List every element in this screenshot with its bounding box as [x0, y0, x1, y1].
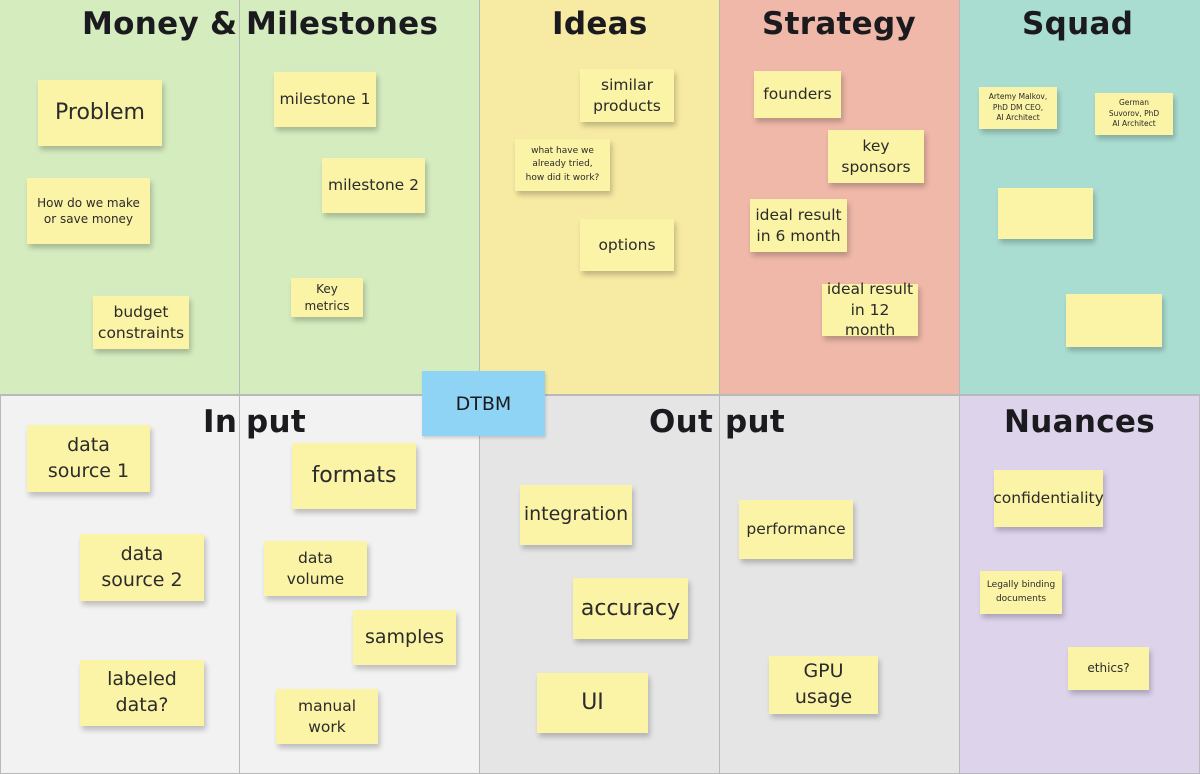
- input-title-b: put: [246, 404, 306, 440]
- sticky-note-key-sponsors[interactable]: key sponsors: [828, 130, 924, 183]
- sticky-note-manual-work[interactable]: manual work: [276, 689, 378, 744]
- sticky-note-make-money[interactable]: How do we make or save money: [27, 178, 150, 244]
- sticky-note-gpu-usage[interactable]: GPU usage: [769, 656, 878, 714]
- sticky-note-ideal-12[interactable]: ideal result in 12 month: [822, 280, 918, 339]
- sticky-note-accuracy[interactable]: accuracy: [573, 578, 688, 639]
- sticky-note-ethics[interactable]: ethics?: [1068, 647, 1149, 690]
- sticky-note-budget[interactable]: budget constraints: [93, 296, 189, 349]
- sticky-note-already-tried[interactable]: what have we already tried, how did it w…: [515, 139, 610, 191]
- sticky-note-ui[interactable]: UI: [537, 673, 648, 733]
- sticky-note-milestone-2[interactable]: milestone 2: [322, 158, 425, 213]
- sticky-note-data-source-1[interactable]: data source 1: [27, 425, 150, 492]
- milestones-title: Milestones: [246, 6, 439, 42]
- input-title-a: In: [203, 404, 238, 440]
- output-cell-right: [720, 396, 960, 774]
- sticky-note-data-source-2[interactable]: data source 2: [80, 534, 204, 601]
- ideas-cell: [480, 0, 720, 396]
- sticky-note-data-volume[interactable]: data volume: [264, 541, 367, 596]
- sticky-note-legally-binding[interactable]: Legally binding documents: [980, 571, 1062, 614]
- sticky-note-confidentiality[interactable]: confidentiality: [993, 470, 1104, 527]
- output-title-a: Out: [649, 404, 714, 440]
- squad-title: Squad: [1022, 6, 1134, 42]
- sticky-note-options[interactable]: options: [580, 219, 674, 271]
- sticky-note-milestone-1[interactable]: milestone 1: [274, 72, 376, 127]
- sticky-note-key-metrics[interactable]: Key metrics: [291, 278, 363, 317]
- sticky-note-blank-2[interactable]: [1066, 294, 1162, 347]
- nuances-title: Nuances: [1004, 404, 1155, 440]
- sticky-note-formats[interactable]: formats: [292, 443, 416, 509]
- sticky-note-labeled-data[interactable]: labeled data?: [80, 660, 204, 726]
- money-title: Money &: [82, 6, 238, 42]
- output-title-b: put: [725, 404, 785, 440]
- sticky-note-integration[interactable]: integration: [520, 485, 632, 545]
- dtbm-tag[interactable]: DTBM: [422, 371, 545, 436]
- sticky-note-similar-products[interactable]: similar products: [580, 69, 674, 122]
- sticky-note-problem[interactable]: Problem: [38, 80, 162, 146]
- sticky-note-samples[interactable]: samples: [353, 610, 456, 665]
- sticky-note-ideal-6[interactable]: ideal result in 6 month: [750, 199, 847, 252]
- sticky-note-artemy[interactable]: Artemy Malkov, PhD DM CEO, AI Architect: [979, 87, 1057, 129]
- sticky-note-founders[interactable]: founders: [754, 71, 841, 118]
- sticky-note-german[interactable]: German Suvorov, PhD AI Architect: [1095, 93, 1173, 135]
- sticky-note-blank-1[interactable]: [998, 188, 1093, 239]
- strategy-title: Strategy: [762, 6, 916, 42]
- sticky-note-performance[interactable]: performance: [739, 500, 853, 559]
- ideas-title: Ideas: [552, 6, 648, 42]
